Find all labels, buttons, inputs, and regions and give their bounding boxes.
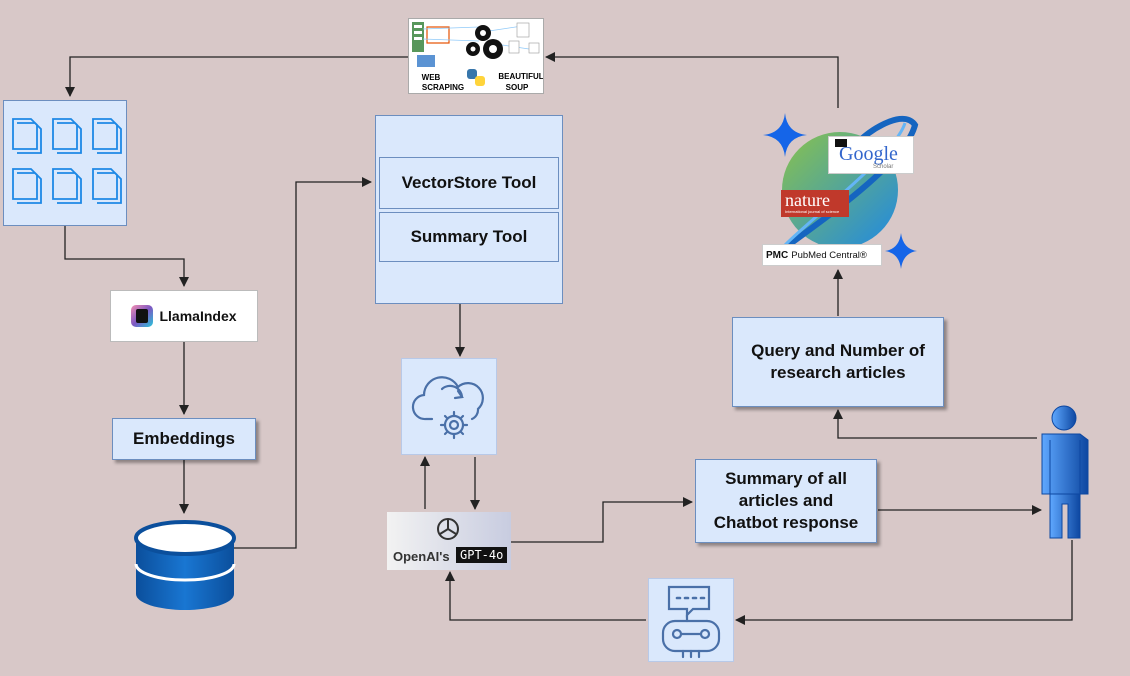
cloud-compute-node xyxy=(401,358,497,455)
query-node: Query and Number of research articles xyxy=(732,317,944,407)
openai-brand-label: OpenAI's xyxy=(393,549,450,564)
summary-tool-label: Summary Tool xyxy=(410,227,528,246)
sparkle-icon xyxy=(763,113,807,157)
nature-logo: nature International journal of science xyxy=(781,190,849,217)
edge-db-to-tools xyxy=(232,177,372,549)
edge-docs-to-llama xyxy=(64,226,189,287)
document-icon xyxy=(12,118,42,154)
graduation-cap-icon xyxy=(835,139,847,147)
document-icon xyxy=(12,168,42,204)
document-icon xyxy=(92,118,122,154)
document-icon xyxy=(52,168,82,204)
cloud-gear-icon xyxy=(411,376,484,440)
sparkle-icon xyxy=(885,233,917,269)
edge-user-to-chatbot xyxy=(735,540,1073,625)
nature-subtext: International journal of science xyxy=(785,209,840,214)
web-scraping-label-1: WEB xyxy=(422,73,441,82)
document-icon xyxy=(92,168,122,204)
summary-output-line-3: Chatbot response xyxy=(713,513,859,532)
summary-output-node: Summary of all articles and Chatbot resp… xyxy=(695,459,877,543)
tools-container xyxy=(375,115,563,304)
edge-gpt-to-summary xyxy=(511,497,693,543)
llamaindex-logo-icon xyxy=(131,305,154,327)
edge-chatbot-to-gpt xyxy=(445,571,646,621)
query-line-2: research articles xyxy=(770,363,906,382)
vectorstore-tool-node: VectorStore Tool xyxy=(379,157,559,209)
pmc-logo: PMC PubMed Central® xyxy=(762,244,882,266)
beautiful-soup-label-2: SOUP xyxy=(506,83,529,92)
summary-output-line-1: Summary of all xyxy=(725,469,847,488)
llamaindex-label: LlamaIndex xyxy=(159,308,237,324)
gpt4o-node: OpenAI's GPT-4o xyxy=(387,512,511,570)
web-scraping-image: WEB SCRAPING BEAUTIFUL SOUP xyxy=(408,18,544,94)
documents-node xyxy=(3,100,127,226)
query-line-1: Query and Number of xyxy=(751,341,925,360)
pmc-abbr: PMC xyxy=(766,249,789,261)
openai-logo-icon xyxy=(437,518,459,540)
beautiful-soup-label-1: BEAUTIFUL xyxy=(498,72,543,81)
web-scraping-label-2: SCRAPING xyxy=(422,83,464,92)
edge-user-to-query xyxy=(833,409,1037,439)
summary-tool-node: Summary Tool xyxy=(379,212,559,262)
gpt4o-model-label: GPT-4o xyxy=(456,547,508,563)
chatbot-robot-icon xyxy=(661,585,721,659)
embeddings-label: Embeddings xyxy=(132,429,235,448)
database-icon xyxy=(134,520,236,610)
document-icon xyxy=(52,118,82,154)
summary-output-line-2: articles and xyxy=(738,491,834,510)
google-scholar-logo: Google Scholar xyxy=(828,136,914,174)
user-icon xyxy=(1041,405,1089,539)
documents-icon xyxy=(12,118,122,204)
vectorstore-tool-label: VectorStore Tool xyxy=(401,173,537,192)
pmc-name: PubMed Central® xyxy=(791,249,867,261)
llamaindex-node: LlamaIndex xyxy=(110,290,258,342)
google-scholar-subtext: Scholar xyxy=(873,164,894,170)
web-scraping-illustration: WEB SCRAPING BEAUTIFUL SOUP xyxy=(412,22,544,92)
nature-logo-text: nature xyxy=(785,190,830,210)
embeddings-node: Embeddings xyxy=(112,418,256,460)
chatbot-node xyxy=(648,578,734,662)
google-logo-text: Google xyxy=(839,143,898,165)
edge-sources-to-scraping xyxy=(545,52,839,108)
edge-scraping-to-docs xyxy=(65,56,410,97)
